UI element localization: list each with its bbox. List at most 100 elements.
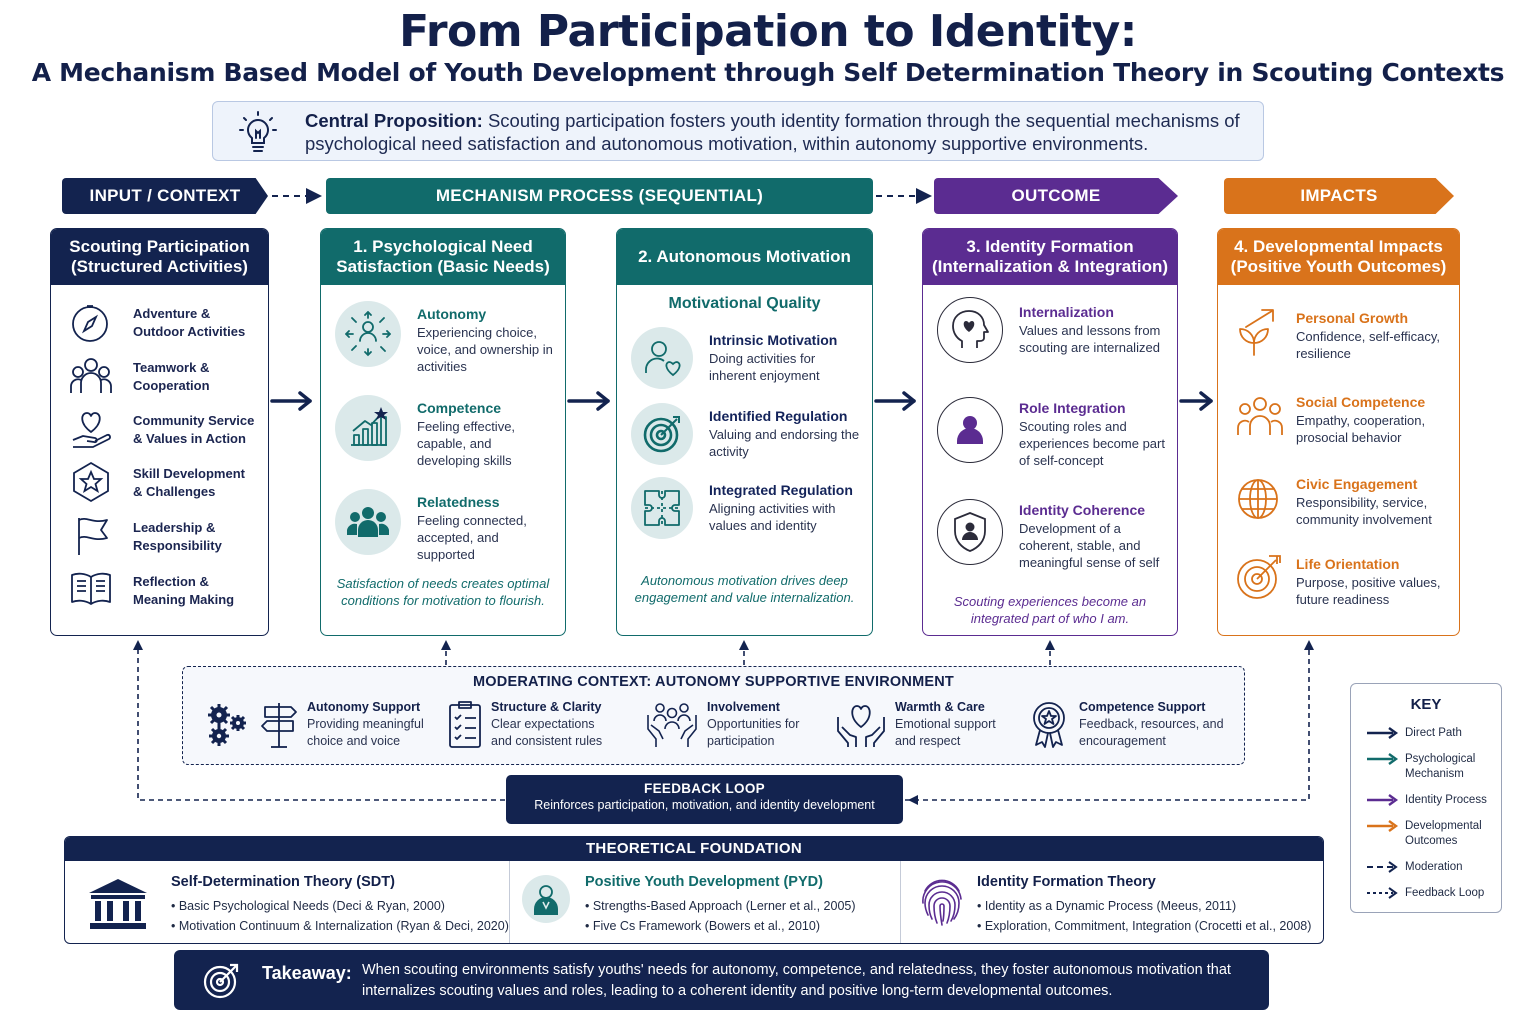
need-item-head: Relatedness: [417, 494, 500, 510]
theory-bullet: • Five Cs Framework (Bowers et al., 2010…: [585, 919, 820, 933]
theoretical-foundation-panel: THEORETICAL FOUNDATION Self-Determinatio…: [64, 836, 1324, 944]
stage-mechanism-header: MECHANISM PROCESS (SEQUENTIAL): [326, 178, 873, 214]
gears-icon: [208, 704, 246, 746]
input-item-label: Teamwork & Cooperation: [133, 360, 210, 393]
moderating-title: MODERATING CONTEXT: AUTONOMY SUPPORTIVE …: [473, 674, 954, 690]
need-card-note: Satisfaction of needs creates optimal co…: [336, 576, 550, 608]
shield-person-icon: [937, 499, 1003, 565]
growth-chart-icon: [335, 395, 401, 461]
theory-head: Positive Youth Development (PYD): [585, 874, 823, 890]
ident-card-note: Scouting experiences become an integrate…: [953, 594, 1147, 626]
heart-hand-icon: [72, 412, 111, 448]
mod-item-head: Structure & Clarity: [491, 700, 602, 714]
imp-item-desc: Purpose, positive values, future readine…: [1296, 575, 1441, 607]
compass-icon: [72, 305, 108, 342]
stage-input-header: INPUT / CONTEXT: [62, 178, 268, 214]
ident-item-desc: Scouting roles and experiences become pa…: [1019, 419, 1165, 468]
need-satisfaction-card: 1. Psychological Need Satisfaction (Basi…: [320, 228, 566, 636]
direct-arrow-3: [874, 391, 916, 411]
feedback-desc: Reinforces participation, motivation, an…: [534, 798, 875, 812]
motiv-item-head: Intrinsic Motivation: [709, 332, 838, 348]
theory-col-identity: Identity Formation Theory • Identity as …: [901, 861, 1323, 943]
autonomous-motivation-card: 2. Autonomous Motivation Motivational Qu…: [616, 228, 873, 636]
identity-formation-card: 3. Identity Formation (Internalization &…: [922, 228, 1178, 636]
legend-label: Moderation: [1405, 861, 1463, 873]
theory-divider: [509, 861, 510, 943]
theory-divider: [900, 861, 901, 943]
person-icon: [937, 397, 1003, 463]
star-badge-icon: [73, 461, 109, 503]
theory-bullet: • Basic Psychological Needs (Deci & Ryan…: [171, 899, 445, 913]
theory-col-sdt: Self-Determination Theory (SDT) • Basic …: [65, 861, 509, 943]
need-item-head: Autonomy: [417, 306, 487, 322]
proposition-body: Scouting participation fosters youth ide…: [305, 110, 1240, 154]
direct-arrow-1: [270, 391, 312, 411]
legend-label: Identity Process: [1405, 794, 1487, 806]
theory-col-pyd: Positive Youth Development (PYD) • Stren…: [510, 861, 900, 943]
legend-key: KEY Direct Path Psychological Mechanism …: [1350, 683, 1502, 913]
imp-item-desc: Responsibility, service, community invol…: [1296, 495, 1432, 527]
mod-item-head: Competence Support: [1079, 700, 1206, 714]
target-icon: [203, 963, 239, 999]
theory-bullet: • Identity as a Dynamic Process (Meeus, …: [977, 899, 1237, 913]
legend-label: Developmental Outcomes: [1405, 820, 1482, 847]
mod-item-head: Autonomy Support: [307, 700, 421, 714]
motiv-item-desc: Aligning activities with values and iden…: [709, 501, 836, 533]
imp-item-head: Civic Engagement: [1296, 476, 1418, 492]
direct-arrow-4: [1179, 391, 1213, 411]
need-item-head: Competence: [417, 400, 502, 416]
fingerprint-icon: [922, 879, 962, 926]
dotted-arrow-icon: [1367, 887, 1398, 899]
motiv-item-head: Integrated Regulation: [709, 482, 853, 498]
book-icon: [71, 572, 111, 605]
takeaway-label: Takeaway:: [262, 963, 352, 983]
legend-item-moderation: Moderation: [1365, 860, 1499, 879]
need-item-desc: Feeling effective, capable, and developi…: [417, 419, 516, 468]
mod-item-desc: Clear expectations and consistent rules: [491, 717, 603, 748]
input-item: Reflection & Meaning Making: [67, 567, 257, 611]
legend-label: Direct Path: [1405, 727, 1462, 739]
developmental-impacts-card: 4. Developmental Impacts (Positive Youth…: [1217, 228, 1460, 636]
feedback-line-left: [137, 644, 505, 801]
need-card-title: 1. Psychological Need Satisfaction (Basi…: [321, 229, 565, 285]
purple-arrow-icon: [1367, 794, 1399, 806]
theory-bullet: • Exploration, Commitment, Integration (…: [977, 919, 1312, 933]
imp-item-social-competence: Social Competence Empathy, cooperation, …: [1234, 391, 1456, 455]
ident-item-role-integration: Role Integration Scouting roles and expe…: [937, 397, 1169, 477]
group-icon: [335, 489, 401, 555]
teal-arrow-icon: [1367, 753, 1399, 765]
imp-item-head: Life Orientation: [1296, 556, 1400, 572]
people-icon: [1237, 397, 1283, 435]
mod-item-desc: Feedback, resources, and encouragement: [1079, 717, 1224, 748]
input-item: Skill Development & Challenges: [67, 459, 257, 503]
motiv-item-desc: Valuing and endorsing the activity: [709, 427, 860, 459]
central-proposition: Central Proposition: Scouting participat…: [212, 101, 1264, 161]
input-item-label: Reflection & Meaning Making: [133, 574, 235, 607]
legend-item-feedback-loop: Feedback Loop: [1365, 886, 1499, 905]
motiv-card-note: Autonomous motivation drives deep engage…: [634, 573, 855, 605]
institution-icon: [89, 879, 147, 929]
input-item: Adventure & Outdoor Activities: [67, 299, 257, 343]
imp-item-personal-growth: Personal Growth Confidence, self-efficac…: [1234, 307, 1456, 371]
team-icon: [70, 358, 112, 393]
input-item: Community Service & Values in Action: [67, 406, 257, 450]
theory-head: Identity Formation Theory: [977, 874, 1156, 890]
sprout-arrow-icon: [1239, 309, 1274, 356]
motiv-item-desc: Doing activities for inherent enjoyment: [709, 351, 820, 383]
page-title: From Participation to Identity:: [399, 6, 1137, 57]
feedback-line-right: [905, 644, 1310, 801]
motiv-card-title: 2. Autonomous Motivation: [617, 229, 872, 285]
person-heart-icon: [631, 327, 693, 389]
input-card-title: Scouting Participation (Structured Activ…: [51, 229, 268, 285]
ident-item-internalization: Internalization Values and lessons from …: [937, 297, 1169, 377]
legend-label: Feedback Loop: [1405, 887, 1485, 899]
checklist-icon: [449, 701, 481, 748]
proposition-label: Central Proposition:: [305, 110, 483, 131]
direct-arrow-2: [567, 391, 610, 411]
theory-title: THEORETICAL FOUNDATION: [65, 837, 1323, 861]
motiv-item-head: Identified Regulation: [709, 408, 848, 424]
proposition-text: Central Proposition: Scouting participat…: [305, 109, 1255, 155]
takeaway-text: When scouting environments satisfy youth…: [362, 962, 1231, 999]
input-item-label: Skill Development & Challenges: [133, 466, 245, 499]
